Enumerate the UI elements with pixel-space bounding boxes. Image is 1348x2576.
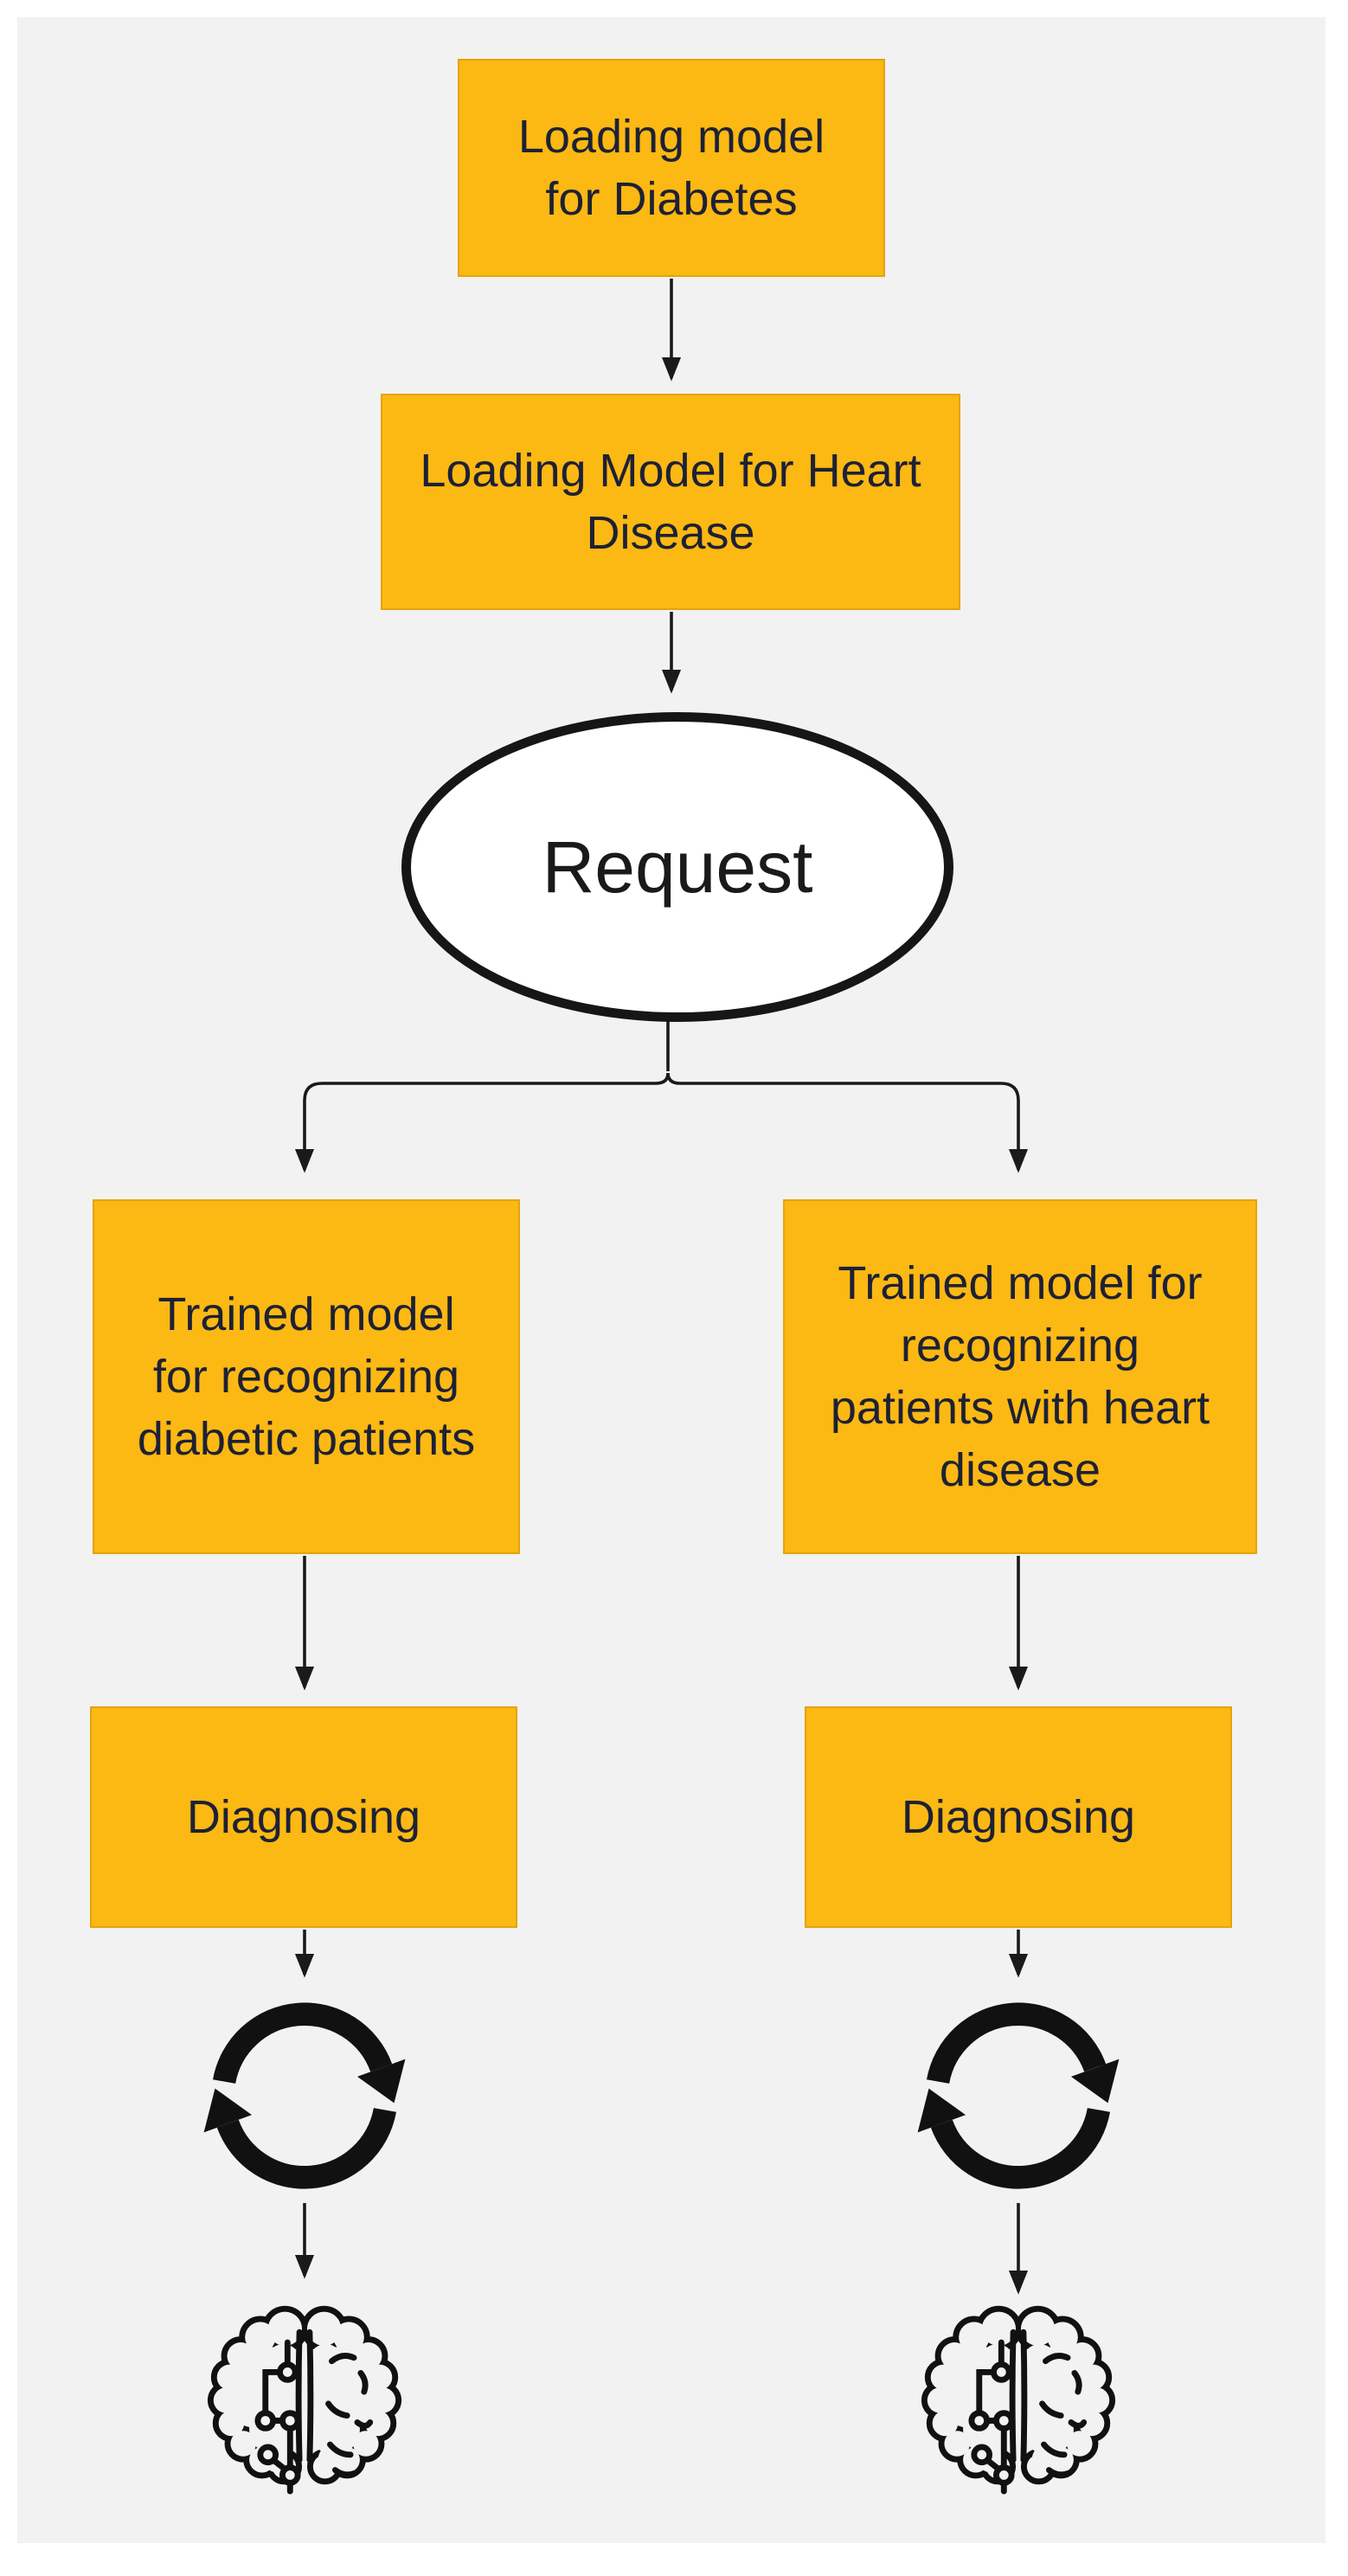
node-diagnosing-right: Diagnosing xyxy=(805,1706,1232,1928)
node-trained-heart-label: Trained model for recognizing patients w… xyxy=(830,1257,1210,1496)
node-loading-heart-label: Loading Model for Heart Disease xyxy=(420,445,921,559)
sync-icon xyxy=(203,2002,406,2189)
brain-circuit-icon xyxy=(207,2305,402,2495)
node-loading-diabetes-label: Loading model for Diabetes xyxy=(517,111,825,225)
node-request-ellipse: Request xyxy=(401,712,953,1022)
node-request-label: Request xyxy=(542,826,813,908)
sync-icon xyxy=(917,2002,1120,2189)
node-diagnosing-left: Diagnosing xyxy=(90,1706,517,1928)
node-diagnosing-left-label: Diagnosing xyxy=(186,1791,421,1843)
node-trained-heart: Trained model for recognizing patients w… xyxy=(783,1199,1257,1554)
node-trained-diabetic: Trained model for recognizing diabetic p… xyxy=(93,1199,520,1554)
node-trained-diabetic-label: Trained model for recognizing diabetic p… xyxy=(137,1288,476,1465)
node-loading-heart: Loading Model for Heart Disease xyxy=(381,394,960,610)
node-loading-diabetes: Loading model for Diabetes xyxy=(458,59,885,277)
brain-circuit-icon xyxy=(921,2305,1116,2495)
node-diagnosing-right-label: Diagnosing xyxy=(901,1791,1136,1843)
